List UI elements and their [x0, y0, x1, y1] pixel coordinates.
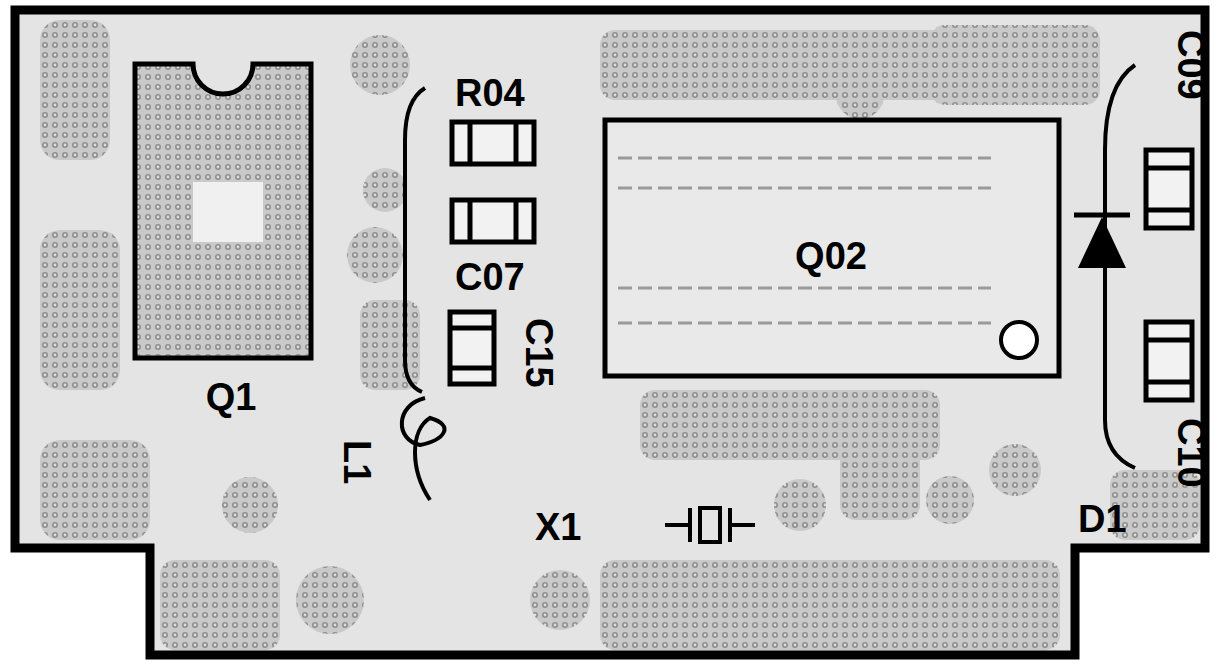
trace-hatching [618, 157, 991, 160]
capacitor-chip [1146, 150, 1192, 228]
ic-package: Q1 [133, 62, 313, 360]
part-designator: C15 [520, 318, 558, 388]
dip-outline [135, 64, 311, 358]
chip-end [468, 122, 473, 164]
chip-end [1146, 380, 1192, 385]
part-designator: X1 [535, 508, 581, 546]
trace-hatching [618, 287, 991, 290]
pin1-marker [1001, 322, 1037, 358]
part-designator: Q02 [791, 237, 871, 275]
inductor-symbol [402, 398, 445, 500]
part-designator: R04 [455, 74, 525, 112]
part-designator: Q1 [206, 378, 257, 416]
part-designator: C09 [1172, 30, 1210, 100]
bracket [405, 88, 425, 392]
board [15, 10, 1205, 655]
chip-end [450, 366, 494, 371]
resistor-chip [452, 122, 534, 164]
capacitor-chip [1146, 322, 1192, 400]
capacitor-chip [450, 312, 494, 384]
trace-hatching [618, 187, 991, 190]
chip-end [514, 122, 519, 164]
package-outline [133, 62, 313, 360]
pad-gap [193, 182, 263, 242]
copper-pads [40, 20, 1200, 650]
trace-hatching [618, 322, 991, 325]
chip-end [468, 200, 473, 242]
part-designator: D1 [1078, 500, 1127, 538]
crystal-lead [730, 523, 755, 527]
part-designator: L1 [338, 440, 376, 484]
module-package: Q02 [603, 118, 1061, 378]
module-outline [605, 120, 1059, 376]
diode-symbol [1074, 215, 1130, 268]
part-designator: C07 [455, 258, 525, 296]
chip-end [1146, 166, 1192, 171]
chip-end [450, 326, 494, 331]
chip-end [1146, 208, 1192, 213]
crystal-plate [688, 508, 692, 542]
crystal-lead [665, 523, 690, 527]
chip-end [1146, 338, 1192, 343]
crystal-body [700, 508, 720, 542]
chip-end [514, 200, 519, 242]
silkscreen-lines [402, 65, 1135, 542]
capacitor-chip [452, 200, 534, 242]
part-designator: C10 [1172, 418, 1210, 488]
